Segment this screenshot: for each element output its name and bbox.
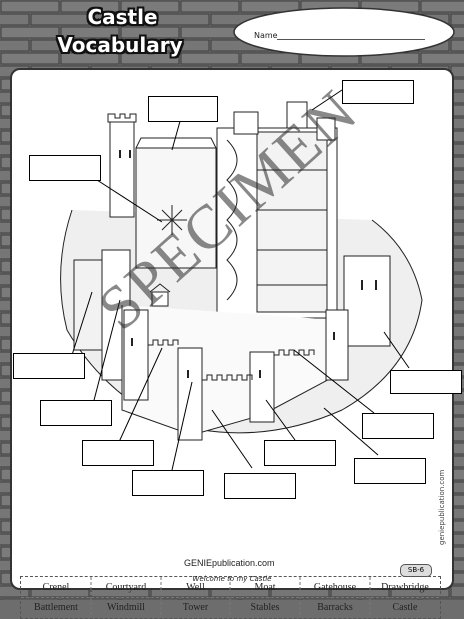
- word-well: Well: [186, 582, 205, 593]
- word-barracks: Barracks: [317, 602, 353, 613]
- answer-box-8[interactable]: [224, 473, 296, 499]
- name-label: Name: [254, 31, 278, 40]
- answer-box-5[interactable]: [40, 400, 112, 426]
- answer-box-7[interactable]: [132, 470, 204, 496]
- answer-box-9[interactable]: [264, 440, 336, 466]
- word-courtyard: Courtyard: [105, 582, 147, 593]
- answer-box-3[interactable]: [29, 155, 101, 181]
- answer-box-10[interactable]: [354, 458, 426, 484]
- word-gatehouse: Gatehouse: [313, 582, 357, 593]
- page-code: SB-6: [400, 564, 432, 577]
- publisher-logo: GENIEpublication.com: [184, 558, 275, 568]
- footer-tagline: Welcome to my Castle: [192, 575, 272, 583]
- worksheet-paper: Crenel Courtyard Well Moat Gatehouse Dra…: [10, 68, 462, 619]
- word-battlement: Battlement: [34, 602, 78, 613]
- answer-box-2[interactable]: [342, 80, 414, 104]
- word-tower: Tower: [182, 602, 209, 613]
- answer-box-12[interactable]: [390, 370, 462, 394]
- title-line-2: Vocabulary: [57, 33, 183, 57]
- publisher-website: geniepublication.com: [438, 469, 446, 545]
- answer-box-11[interactable]: [362, 413, 434, 439]
- word-crenel: Crenel: [42, 582, 70, 593]
- name-oval: [233, 7, 455, 57]
- word-drawbridge: Drawbridge: [381, 582, 429, 593]
- word-bank-dividers: [21, 577, 440, 618]
- answer-box-4[interactable]: [13, 353, 85, 379]
- word-castle: Castle: [392, 602, 418, 613]
- title-line-1: Castle: [87, 5, 158, 29]
- castle-illustration: [60, 89, 423, 471]
- word-moat: Moat: [254, 582, 276, 593]
- word-windmill: Windmill: [107, 602, 145, 613]
- answer-box-1[interactable]: [148, 96, 218, 122]
- name-input-line[interactable]: [277, 39, 425, 40]
- word-stables: Stables: [250, 602, 280, 613]
- answer-box-6[interactable]: [82, 440, 154, 466]
